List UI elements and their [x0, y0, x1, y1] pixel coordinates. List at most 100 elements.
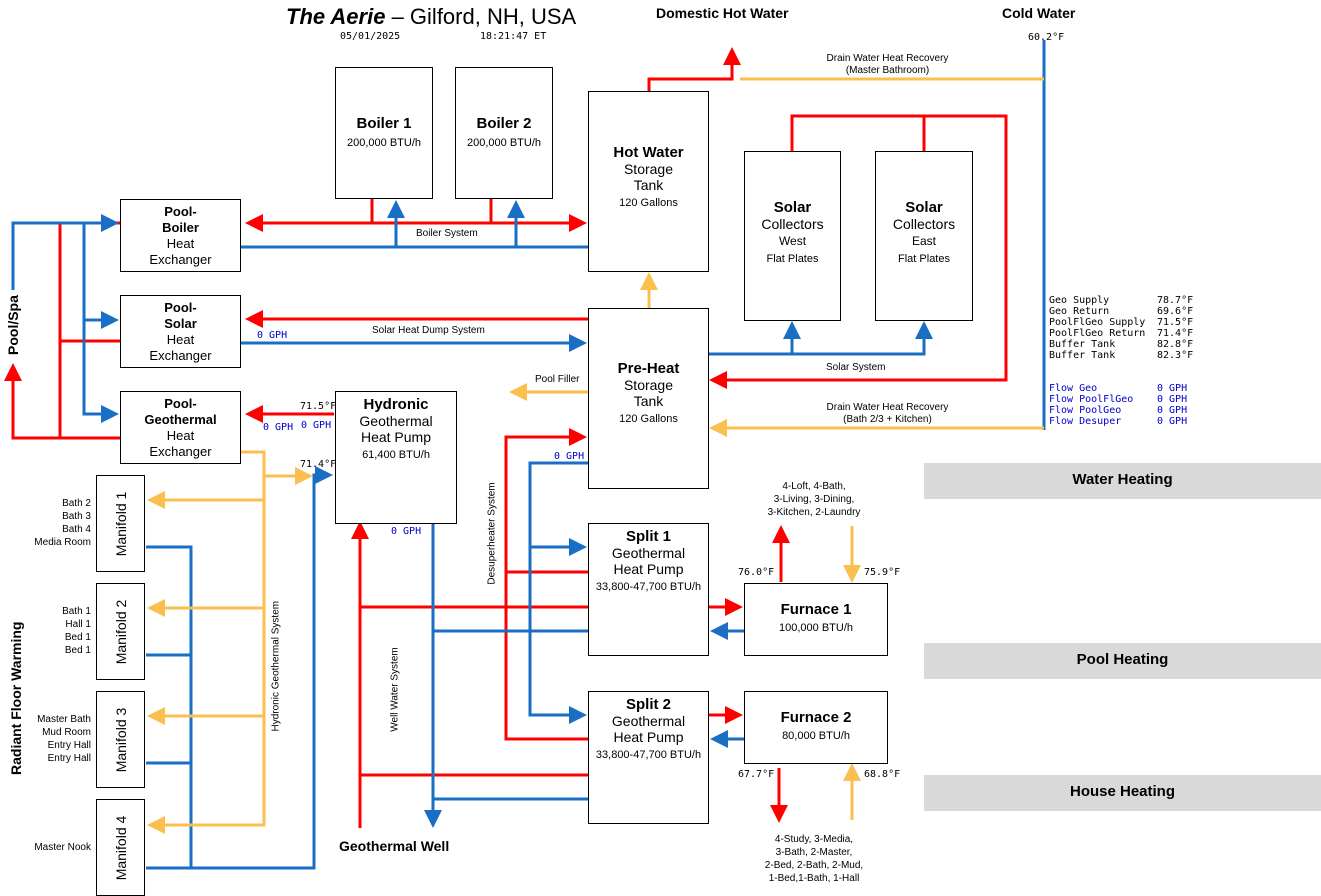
- hot-water-tank-box[interactable]: Hot Water Storage Tank 120 Gallons: [588, 91, 709, 272]
- boiler1-capacity: 200,000 BTU/h: [347, 137, 421, 149]
- hydronic-in-temp: 71.4°F: [300, 459, 337, 470]
- pool-solar-hx-title1: Pool-: [164, 300, 197, 315]
- manifold2-zones: Bath 1 Hall 1 Bed 1 Bed 1: [10, 605, 91, 657]
- boiler2-box[interactable]: Boiler 2 200,000 BTU/h: [455, 67, 553, 199]
- geothermal-well-heading: Geothermal Well: [339, 838, 450, 854]
- boiler1-box[interactable]: Boiler 1 200,000 BTU/h: [335, 67, 433, 199]
- preheat-tank-line3: Tank: [633, 393, 664, 409]
- dhw-out-pipe: [647, 47, 741, 91]
- manifold1-title: Manifold 1: [113, 491, 129, 557]
- manifold3-title: Manifold 3: [113, 707, 129, 773]
- zone-label: 4-Loft, 4-Bath,: [782, 481, 846, 492]
- split1-line2: Geothermal: [611, 545, 686, 561]
- dwhr-master-label: Drain Water Heat Recovery (Master Bathro…: [800, 53, 975, 77]
- sensor-value: 82.3°F: [1157, 350, 1194, 361]
- manifold4-box[interactable]: Manifold 4: [96, 799, 145, 896]
- pool-solar-hx-box[interactable]: Pool- Solar Heat Exchanger: [120, 295, 241, 368]
- manifold3-box[interactable]: Manifold 3: [96, 691, 145, 788]
- sensor-value: 71.5°F: [1157, 317, 1194, 328]
- zone-label: Bath 4: [62, 524, 91, 535]
- pool-supply-pipe: [11, 214, 119, 290]
- zone-label: Bath 1: [62, 606, 91, 617]
- furnace1-box[interactable]: Furnace 1 100,000 BTU/h: [744, 583, 888, 656]
- page-title: The Aerie – Gilford, NH, USA: [286, 4, 576, 30]
- pool-geo-hx-box[interactable]: Pool- Geothermal Heat Exchanger: [120, 391, 241, 464]
- pool-boiler-hx-title1: Pool-: [164, 204, 197, 219]
- dwhr-bath-label: Drain Water Heat Recovery (Bath 2/3 + Ki…: [800, 402, 975, 426]
- dwhr-master-line1: Drain Water Heat Recovery: [826, 53, 949, 64]
- water-heating-button[interactable]: Water Heating: [924, 463, 1321, 499]
- solar-supply-pipe: [709, 321, 933, 356]
- zone-label: Bed 1: [64, 645, 91, 656]
- sensor-value: 82.8°F: [1157, 339, 1194, 350]
- zone-label: Master Nook: [34, 842, 91, 853]
- solar-west-box[interactable]: Solar Collectors West Flat Plates: [744, 151, 841, 321]
- solar-east-line3: East: [911, 234, 936, 248]
- sensor-label: Geo Supply: [1049, 295, 1110, 306]
- split2-line2: Geothermal: [611, 713, 686, 729]
- manifold1-box[interactable]: Manifold 1: [96, 475, 145, 572]
- furnace1-supply-temp: 76.0°F: [738, 567, 775, 578]
- flow-value: 0 GPH: [1157, 405, 1188, 416]
- solar-return-pipe: [709, 114, 1008, 389]
- split2-box[interactable]: Split 2 Geothermal Heat Pump 33,800-47,7…: [588, 691, 709, 824]
- manifold2-box[interactable]: Manifold 2: [96, 583, 145, 680]
- split-supply-pipe: [528, 461, 588, 724]
- furnace2-capacity: 80,000 BTU/h: [782, 730, 850, 742]
- hydronic-flow: 0 GPH: [391, 526, 422, 537]
- manifold1-zones: Bath 2 Bath 3 Bath 4 Media Room: [10, 497, 91, 549]
- flow-label: Flow Geo: [1049, 383, 1098, 394]
- sensor-row: PoolFlGeo Supply 71.5°F: [1049, 317, 1193, 328]
- solar-east-box[interactable]: Solar Collectors East Flat Plates: [875, 151, 973, 321]
- sensor-row: Buffer Tank 82.8°F: [1049, 339, 1193, 350]
- pool-solar-hx-line4: Exchanger: [149, 348, 212, 363]
- pool-filler-label: Pool Filler: [535, 374, 580, 385]
- hydronic-hp-box[interactable]: Hydronic Geothermal Heat Pump 61,400 BTU…: [335, 391, 457, 524]
- split1-box[interactable]: Split 1 Geothermal Heat Pump 33,800-47,7…: [588, 523, 709, 656]
- hydronic-supply-pipe: [147, 450, 266, 834]
- solar-heat-dump-label: Solar Heat Dump System: [372, 325, 485, 336]
- date-display: 05/01/2025: [340, 31, 401, 42]
- furnace1-title: Furnace 1: [780, 601, 852, 618]
- pool-heating-button[interactable]: Pool Heating: [924, 643, 1321, 679]
- flow-value: 0 GPH: [1157, 394, 1188, 405]
- preheat-tank-capacity: 120 Gallons: [619, 413, 678, 425]
- boiler1-title: Boiler 1: [356, 115, 412, 132]
- zone-label: 3-Kitchen, 2-Laundry: [767, 507, 861, 518]
- furnace2-box[interactable]: Furnace 2 80,000 BTU/h: [744, 691, 888, 764]
- zone-label: 3-Living, 3-Dining,: [773, 494, 855, 505]
- house-heating-button[interactable]: House Heating: [924, 775, 1321, 811]
- site-location: – Gilford, NH, USA: [391, 4, 577, 29]
- solar-east-line2: Collectors: [892, 216, 956, 232]
- zone-label: Bed 1: [64, 632, 91, 643]
- sensor-value: 69.6°F: [1157, 306, 1194, 317]
- pool-geo-hx-line4: Exchanger: [149, 444, 212, 459]
- solar-east-detail: Flat Plates: [898, 253, 950, 265]
- zone-label: Entry Hall: [47, 753, 91, 764]
- sensor-label: Buffer Tank: [1049, 350, 1116, 361]
- sensor-label: Buffer Tank: [1049, 339, 1116, 350]
- boiler-system-label: Boiler System: [416, 228, 478, 239]
- sensor-label: PoolFlGeo Supply: [1049, 317, 1146, 328]
- pool-solar-hx-line3: Heat: [166, 332, 195, 347]
- sensor-row: Buffer Tank 82.3°F: [1049, 350, 1193, 361]
- pool-geo-hx-title1: Pool-: [164, 396, 197, 411]
- sensor-row: Geo Return 69.6°F: [1049, 306, 1193, 317]
- pool-boiler-hx-box[interactable]: Pool- Boiler Heat Exchanger: [120, 199, 241, 272]
- split1-line3: Heat Pump: [613, 561, 684, 577]
- furnace1-return-temp: 75.9°F: [864, 567, 901, 578]
- preheat-flow: 0 GPH: [554, 451, 585, 462]
- pool-geo-hx-line3: Heat: [166, 428, 195, 443]
- preheat-tank-title: Pre-Heat: [617, 360, 680, 377]
- solar-west-line2: Collectors: [761, 216, 824, 232]
- preheat-tank-box[interactable]: Pre-Heat Storage Tank 120 Gallons: [588, 308, 709, 489]
- hydronic-hp-title: Hydronic: [363, 396, 429, 413]
- pool-return-pipe: [3, 221, 120, 440]
- sensor-label: Geo Return: [1049, 306, 1110, 317]
